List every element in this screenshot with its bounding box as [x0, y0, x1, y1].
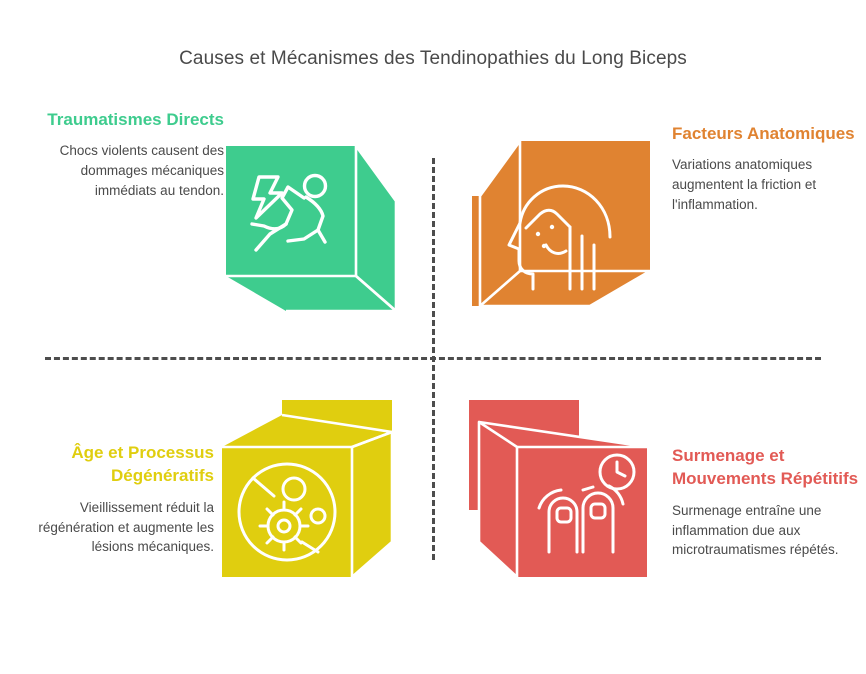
quadrant-text-facteurs: Facteurs Anatomiques Variations anatomiq… — [672, 122, 866, 215]
icon-card-surmenage — [457, 392, 647, 587]
icon-card-facteurs — [462, 141, 652, 336]
vertical-divider — [432, 158, 435, 560]
quadrant-body-facteurs: Variations anatomiques augmentent la fri… — [672, 157, 817, 212]
quadrant-heading-facteurs: Facteurs Anatomiques — [672, 124, 855, 143]
quadrant-heading-age: Âge et Processus Dégénératifs — [71, 443, 214, 486]
icon-card-age — [222, 392, 412, 587]
repetitive-motion-clock-icon — [469, 400, 647, 579]
cell-microscope-icon — [222, 400, 394, 579]
quadrant-text-traumatismes: Traumatismes Directs Chocs violents caus… — [24, 108, 224, 201]
icon-card-traumatismes — [226, 146, 416, 341]
quadrant-body-age: Vieillissement réduit la régénération et… — [38, 499, 214, 555]
falling-person-icon — [226, 146, 398, 313]
quadrant-text-age: Âge et Processus Dégénératifs Vieillisse… — [14, 441, 214, 557]
head-anatomy-icon — [472, 141, 652, 308]
quadrant-body-traumatismes: Chocs violents causent des dommages méca… — [59, 143, 224, 198]
quadrant-body-surmenage: Surmenage entraîne une inflammation due … — [672, 502, 839, 558]
quadrant-heading-surmenage: Surmenage et Mouvements Répétitifs — [672, 446, 859, 489]
quadrant-heading-traumatismes: Traumatismes Directs — [47, 110, 224, 129]
page-title: Causes et Mécanismes des Tendinopathies … — [179, 48, 687, 69]
quadrant-text-surmenage: Surmenage et Mouvements Répétitifs Surme… — [672, 444, 866, 560]
